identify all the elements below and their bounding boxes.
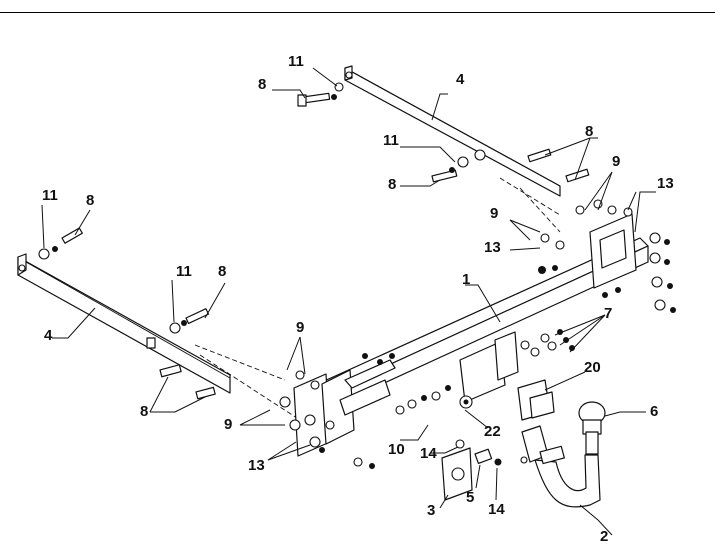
callout-14-right: 14 (488, 501, 505, 518)
callout-8-upper: 8 (258, 76, 266, 93)
bolt-set (38, 82, 590, 400)
callout-8-left-inner: 8 (218, 263, 226, 280)
callout-10: 10 (388, 441, 405, 458)
callout-11-middle: 11 (383, 132, 399, 149)
center-mount-bracket (339, 331, 519, 416)
leader-lines (41, 67, 656, 536)
tow-ball-neck (520, 425, 601, 508)
fastener-stack-right (538, 199, 676, 313)
callout-2: 2 (600, 528, 608, 545)
side-bracket-left (17, 253, 301, 421)
callout-8-middle: 8 (388, 176, 396, 193)
callout-11-left: 11 (42, 187, 58, 204)
callout-7: 7 (604, 305, 612, 322)
callout-1: 1 (462, 271, 470, 288)
callout-6: 6 (650, 403, 658, 420)
callout-11-upper: 11 (288, 53, 304, 70)
socket-plate-assembly (441, 439, 502, 501)
callout-3: 3 (427, 502, 435, 519)
electrical-box (517, 379, 555, 421)
callout-11-left-inner: 11 (176, 263, 192, 280)
callout-13-lower-left: 13 (248, 457, 265, 474)
tow-ball (578, 401, 606, 455)
callout-22: 22 (484, 423, 501, 440)
callout-8-lower-left: 8 (140, 403, 148, 420)
callout-13-center: 13 (484, 239, 501, 256)
callout-14-left: 14 (420, 445, 437, 462)
side-bracket-upper (344, 65, 561, 233)
callout-labels: 11 8 4 11 8 8 9 13 9 13 11 8 11 8 4 1 9 … (42, 53, 674, 545)
callout-5: 5 (466, 489, 474, 506)
bolt-row-seven (520, 329, 575, 357)
callout-20: 20 (584, 359, 601, 376)
fastener-stack-left (279, 353, 451, 469)
callout-8-right: 8 (585, 123, 593, 140)
callout-9-left-upper: 9 (296, 319, 304, 336)
callout-9-lower-left: 9 (224, 416, 232, 433)
callout-8-left: 8 (86, 192, 94, 209)
callout-4-upper: 4 (456, 71, 465, 88)
callout-9-right: 9 (612, 153, 620, 170)
callout-4-left: 4 (44, 327, 53, 344)
top-rule (0, 12, 715, 13)
callout-9-center: 9 (490, 205, 498, 222)
callout-13-right: 13 (657, 175, 674, 192)
